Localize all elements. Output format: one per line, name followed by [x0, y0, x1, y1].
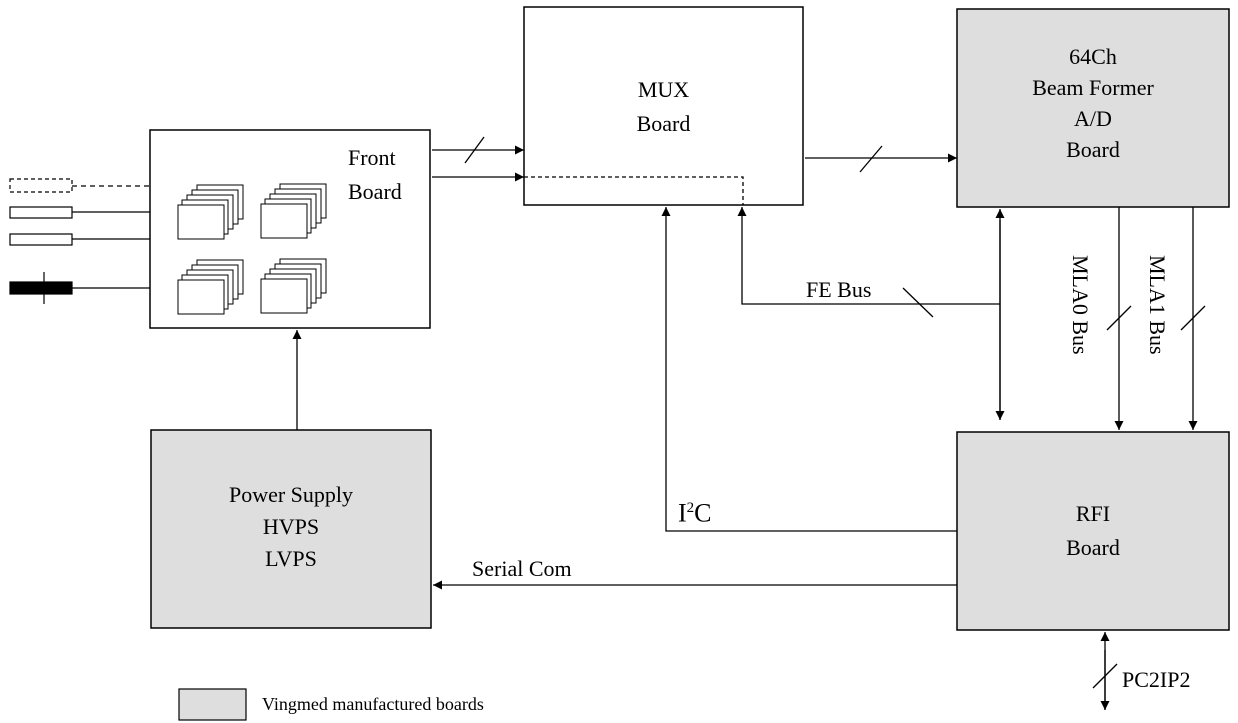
power-line2: HVPS [262, 514, 320, 539]
beamformer-board-box [956, 8, 1230, 208]
i2c-label: I2C [678, 491, 712, 531]
i2c-superscript: 2 [686, 500, 695, 516]
front-board-line2: Board [348, 179, 402, 204]
mla1-bus-label: MLA1 Bus [1145, 255, 1170, 355]
rfi-line2: Board [1066, 535, 1120, 560]
beamformer-line2: Beam Former [1032, 75, 1154, 100]
beamformer-board-label: 64Ch Beam Former A/D Board [957, 41, 1229, 165]
mux-board-line2: Board [636, 111, 691, 136]
serial-com-label: Serial Com [472, 556, 572, 581]
front-board-label: Front Board [348, 141, 432, 209]
connection-lines [292, 136, 1206, 710]
legend-swatch [178, 688, 247, 721]
mla0-bus-label: MLA0 Bus [1068, 255, 1093, 355]
beamformer-line3: A/D [1074, 106, 1112, 131]
mux-board-line1: MUX [637, 77, 690, 102]
power-supply-box [150, 429, 432, 629]
power-line3: LVPS [265, 546, 317, 571]
i2c-tail: C [694, 498, 712, 528]
pc2ip2-label: PC2IP2 [1122, 667, 1191, 692]
i2c-base: I [678, 498, 687, 528]
power-supply-label: Power Supply HVPS LVPS [151, 479, 431, 575]
rfi-board-label: RFI Board [957, 497, 1229, 565]
probe-card-stacks [177, 183, 327, 315]
fe-bus-label: FE Bus [806, 277, 872, 302]
mux-board-label: MUX Board [524, 73, 803, 141]
beamformer-line1: 64Ch [1069, 44, 1117, 69]
legend-label: Vingmed manufactured boards [262, 694, 484, 714]
rfi-board-box [956, 431, 1230, 631]
mux-board-box [523, 6, 804, 206]
power-line1: Power Supply [228, 482, 354, 507]
beamformer-line4: Board [1066, 137, 1120, 162]
rfi-line1: RFI [1075, 501, 1111, 526]
transducer-connectors [9, 178, 150, 304]
front-board-line1: Front [348, 145, 396, 170]
